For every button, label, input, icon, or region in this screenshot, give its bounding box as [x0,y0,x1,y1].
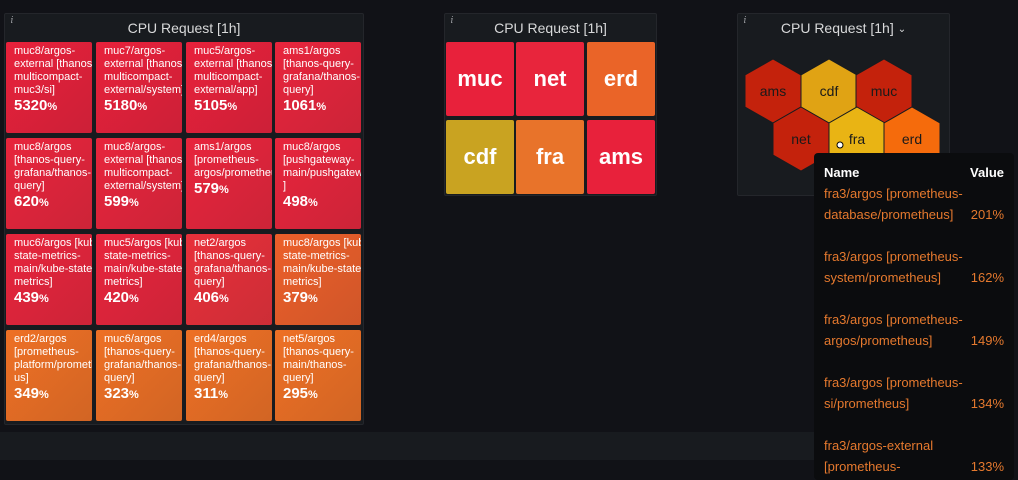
chevron-down-icon[interactable]: ⌄ [897,24,907,35]
hex-label: erd [902,131,922,147]
tile-value: 5180% [104,97,148,114]
tooltip-header: Name Value [824,165,1004,181]
tile-value: 498% [283,193,318,210]
tile-value: 295% [283,385,318,402]
tooltip-row: fra3/argos [prometheus-argos/prometheus]… [824,309,1004,351]
hex-label: cdf [820,83,839,99]
panel-title-text: CPU Request [1h] [780,20,894,36]
panel-title[interactable]: CPU Request [1h]⌄ [738,19,949,40]
tile-value: 439% [14,289,49,306]
tile-name: erd2/argos [prometheus-platform/promethe… [14,333,92,384]
tile-value: 311% [194,385,228,402]
tooltip-row-value: 134% [970,396,1004,411]
treemap-tile[interactable]: ams1/argos [thanos-query-grafana/thanos-… [275,42,361,133]
treemap-tile[interactable]: muc6/argos [kube-state-metrics-main/kube… [6,234,92,325]
tile-value: 579% [194,180,229,197]
tile-name: muc8/argos [thanos-query-grafana/thanos-… [14,141,92,192]
info-icon[interactable]: i [10,16,14,26]
tooltip-row-value: 162% [970,270,1004,285]
tile-value: 5105% [194,97,238,114]
panel-title[interactable]: CPU Request [1h] [127,20,241,36]
hex-label: net [791,131,811,147]
cluster-tile-muc[interactable]: muc [446,42,514,116]
info-icon[interactable]: i [450,16,454,26]
treemap-tile[interactable]: erd4/argos [thanos-query-grafana/thanos-… [186,330,272,421]
tile-value: 620% [14,193,49,210]
tile-value: 599% [104,193,139,210]
treemap-tile[interactable]: muc8/argos-external [thanos-multicompact… [96,138,182,229]
hexmap: ams cdf muc net fra erd [744,58,941,172]
tooltip-row-value: 201% [970,207,1004,222]
cluster-tile-cdf[interactable]: cdf [446,120,514,194]
cluster-tile-erd[interactable]: erd [587,42,655,116]
treemap-tile[interactable]: muc7/argos-external [thanos-multicompact… [96,42,182,133]
tile-value: 349% [14,385,49,402]
tooltip-name-header: Name [824,165,860,180]
tile-value: 1061% [283,97,327,114]
tile-value: 420% [104,289,139,306]
cluster-tile-fra[interactable]: fra [516,120,584,194]
tooltip-row-value: 133% [970,459,1004,474]
hover-point [836,141,844,149]
cluster-tile-ams[interactable]: ams [587,120,655,194]
tooltip-row-name: fra3/argos [prometheus-database/promethe… [824,186,963,222]
tile-name: muc6/argos [kube-state-metrics-main/kube… [14,237,92,288]
tooltip-row-name: fra3/argos [prometheus-system/prometheus… [824,249,963,285]
treemap-tile[interactable]: net5/argos [thanos-query-main/thanos-que… [275,330,361,421]
treemap-tile[interactable]: muc8/argos [pushgateway-main/pushgateway… [275,138,361,229]
tile-name: muc7/argos-external [thanos-multicompact… [104,45,182,96]
tooltip-row: fra3/argos [prometheus-database/promethe… [824,183,1004,225]
hex-label: ams [760,83,786,99]
tile-name: ams1/argos [prometheus-argos/prometheus] [194,141,272,179]
hex-cdf[interactable]: cdf [800,58,858,124]
treemap-tile[interactable]: erd2/argos [prometheus-platform/promethe… [6,330,92,421]
tile-value: 323% [104,385,139,402]
tile-name: muc8/argos [kube-state-metrics-main/kube… [283,237,361,288]
treemap-tile[interactable]: muc8/argos [thanos-query-grafana/thanos-… [6,138,92,229]
tooltip-row-name: fra3/argos [prometheus-si/prometheus] [824,375,963,411]
info-icon[interactable]: i [743,16,747,26]
treemap-tile[interactable]: muc5/argos [kube-state-metrics-main/kube… [96,234,182,325]
treemap-tile[interactable]: muc8/argos-external [thanos-multicompact… [6,42,92,133]
tooltip-row: fra3/argos [prometheus-si/prometheus] 134… [824,372,1004,414]
tile-value: 379% [283,289,318,306]
hover-tooltip: Name Value fra3/argos [prometheus-databa… [814,153,1014,480]
treemap-tile[interactable]: muc5/argos-external [thanos-multicompact… [186,42,272,133]
tooltip-row-value: 149% [970,333,1004,348]
panel-title[interactable]: CPU Request [1h] [494,20,607,36]
treemap-tile[interactable]: muc6/argos [thanos-query-grafana/thanos-… [96,330,182,421]
treemap-tile[interactable]: net2/argos [thanos-query-grafana/thanos-… [186,234,272,325]
tile-value: 5320% [14,97,58,114]
tooltip-row: fra3/argos-external [prometheus- 133% [824,435,1004,477]
tooltip-row-name: fra3/argos-external [prometheus- [824,438,934,474]
cluster-tile-net[interactable]: net [516,42,584,116]
tooltip-row: fra3/argos [prometheus-system/prometheus… [824,246,1004,288]
tile-name: erd4/argos [thanos-query-grafana/thanos-… [194,333,272,384]
tile-name: net2/argos [thanos-query-grafana/thanos-… [194,237,272,288]
tile-name: ams1/argos [thanos-query-grafana/thanos-… [283,45,361,96]
treemap-tile[interactable]: ams1/argos [prometheus-argos/prometheus]… [186,138,272,229]
tile-name: muc5/argos [kube-state-metrics-main/kube… [104,237,182,288]
tile-name: net5/argos [thanos-query-main/thanos-que… [283,333,354,384]
hex-label: muc [871,83,897,99]
hex-label: fra [849,131,866,147]
tile-value: 406% [194,289,229,306]
tile-name: muc6/argos [thanos-query-grafana/thanos-… [104,333,182,384]
tile-name: muc8/argos-external [thanos-multicompact… [104,141,182,192]
treemap-tile[interactable]: muc8/argos [kube-state-metrics-main/kube… [275,234,361,325]
tooltip-value-header: Value [970,165,1004,180]
tile-name: muc5/argos-external [thanos-multicompact… [194,45,272,96]
bottom-panel-strip [0,432,814,460]
tooltip-row-name: fra3/argos [prometheus-argos/prometheus] [824,312,963,348]
tile-name: muc8/argos [pushgateway-main/pushgateway… [283,141,361,192]
tile-name: muc8/argos-external [thanos-multicompact… [14,45,92,96]
